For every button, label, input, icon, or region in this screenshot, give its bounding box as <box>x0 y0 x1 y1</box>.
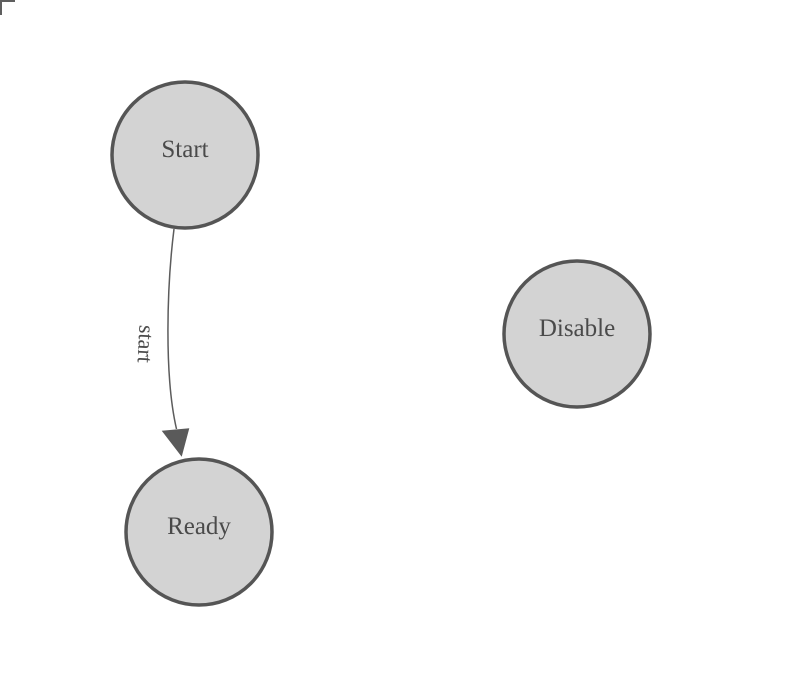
canvas-corner-mark <box>0 0 15 15</box>
node-disable-circle[interactable] <box>502 259 652 409</box>
node-ready-circle[interactable] <box>124 457 274 607</box>
node-disable-label: Disable <box>539 315 615 342</box>
node-start[interactable]: Start <box>110 80 260 230</box>
node-ready[interactable]: Ready <box>124 457 274 607</box>
edge-label: start <box>133 324 160 363</box>
edge-start-to-ready[interactable]: start <box>133 228 190 457</box>
edge-arrowhead-icon <box>161 428 190 457</box>
node-start-label: Start <box>161 136 208 163</box>
node-ready-label: Ready <box>167 513 231 540</box>
node-disable[interactable]: Disable <box>502 259 652 409</box>
node-start-circle[interactable] <box>110 80 260 230</box>
edge-path[interactable] <box>167 228 178 430</box>
